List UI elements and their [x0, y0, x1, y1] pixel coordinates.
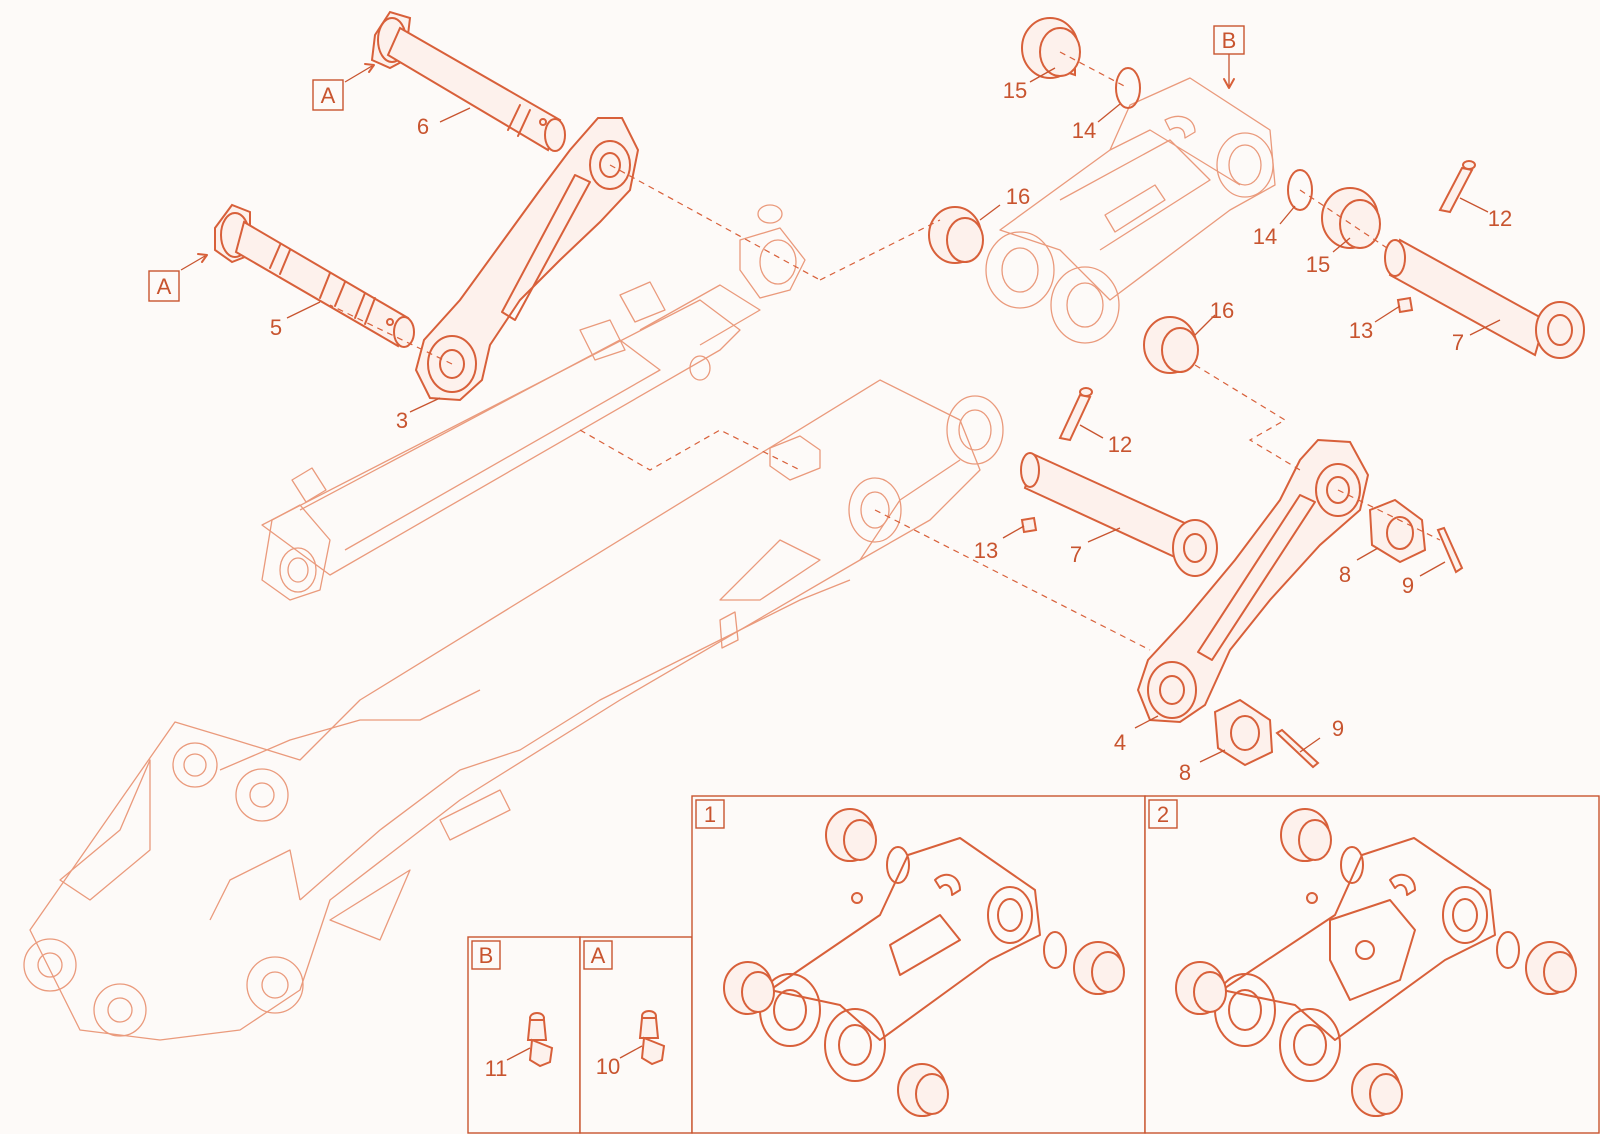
pin-part-7-top: [1384, 238, 1585, 359]
detail-ref-a-top: A: [312, 63, 375, 111]
callout-10: 10: [596, 1054, 620, 1079]
inset-label-b: B: [471, 940, 501, 970]
inset-label-2: 2: [1148, 799, 1178, 829]
callout-13-center: 13: [974, 538, 998, 563]
callout-8-top: 8: [1339, 562, 1351, 587]
bolt-part-12-top: [1438, 160, 1476, 214]
callout-14-top: 14: [1072, 118, 1096, 143]
retaining-ring-14-top: [1115, 67, 1141, 109]
callout-15-right: 15: [1306, 252, 1330, 277]
nut-part-13-top: [1396, 296, 1414, 314]
callout-9-bottom: 9: [1332, 716, 1344, 741]
callout-4: 4: [1114, 730, 1126, 755]
linkage-body: [985, 77, 1276, 344]
pin-part-7-center: [1020, 452, 1218, 577]
inset-label-1: 1: [695, 799, 725, 829]
callout-3: 3: [396, 408, 408, 433]
retaining-ring-14-right: [1287, 169, 1313, 211]
detail-ref-b-top: B: [1213, 25, 1245, 89]
callout-7-top: 7: [1452, 330, 1464, 355]
callout-9-top: 9: [1402, 573, 1414, 598]
bushing-15-top: [1021, 17, 1081, 79]
cotter-pin-part-9-top: [1436, 526, 1464, 574]
callout-13-top: 13: [1349, 318, 1373, 343]
link-part-4: [1136, 438, 1370, 724]
bushing-16-bottom: [1143, 316, 1199, 374]
svg-text:2: 2: [1157, 802, 1169, 827]
callout-15-top: 15: [1003, 78, 1027, 103]
callout-11: 11: [485, 1056, 508, 1081]
callout-7-center: 7: [1070, 542, 1082, 567]
callout-16-top: 16: [1006, 184, 1030, 209]
assembly-lines: [329, 51, 1441, 651]
svg-text:B: B: [479, 943, 494, 968]
svg-text:1: 1: [704, 802, 716, 827]
svg-text:A: A: [157, 274, 172, 299]
svg-text:B: B: [1222, 28, 1237, 53]
castle-nut-part-8-bottom: [1213, 698, 1274, 767]
svg-text:A: A: [591, 943, 606, 968]
callout-12-center: 12: [1108, 432, 1132, 457]
detail-ref-a-left: A: [148, 253, 208, 302]
bushing-15-right: [1321, 187, 1381, 249]
grease-fitting-10: [638, 1010, 666, 1066]
inset-label-a: A: [583, 940, 613, 970]
grease-fitting-11: [526, 1012, 554, 1068]
callout-16-bottom: 16: [1210, 298, 1234, 323]
detail-1-linkage: [723, 808, 1125, 1117]
hydraulic-cylinder: [261, 204, 806, 601]
callout-5: 5: [270, 315, 282, 340]
castle-nut-part-8-top: [1368, 498, 1427, 564]
pin-part-5: [214, 203, 415, 348]
callouts: 6 5 3 15 14 16 14 15 12 13 7 16 12 13 7 …: [270, 67, 1512, 1081]
pin-part-6: [370, 10, 566, 152]
bolt-part-12-center: [1058, 387, 1093, 442]
inset-panels: [467, 795, 1600, 1134]
svg-text:A: A: [321, 83, 336, 108]
nut-part-13-center: [1020, 516, 1038, 534]
link-part-3: [414, 117, 640, 402]
callout-6: 6: [417, 114, 429, 139]
cotter-pin-part-9-bottom: [1275, 728, 1320, 769]
callout-12-top: 12: [1488, 206, 1512, 231]
boom-arm: [23, 379, 1004, 1041]
callout-14-right: 14: [1253, 224, 1277, 249]
bushing-16-top: [928, 206, 984, 264]
detail-2-linkage: [1175, 808, 1577, 1117]
callout-8-bottom: 8: [1179, 760, 1191, 785]
